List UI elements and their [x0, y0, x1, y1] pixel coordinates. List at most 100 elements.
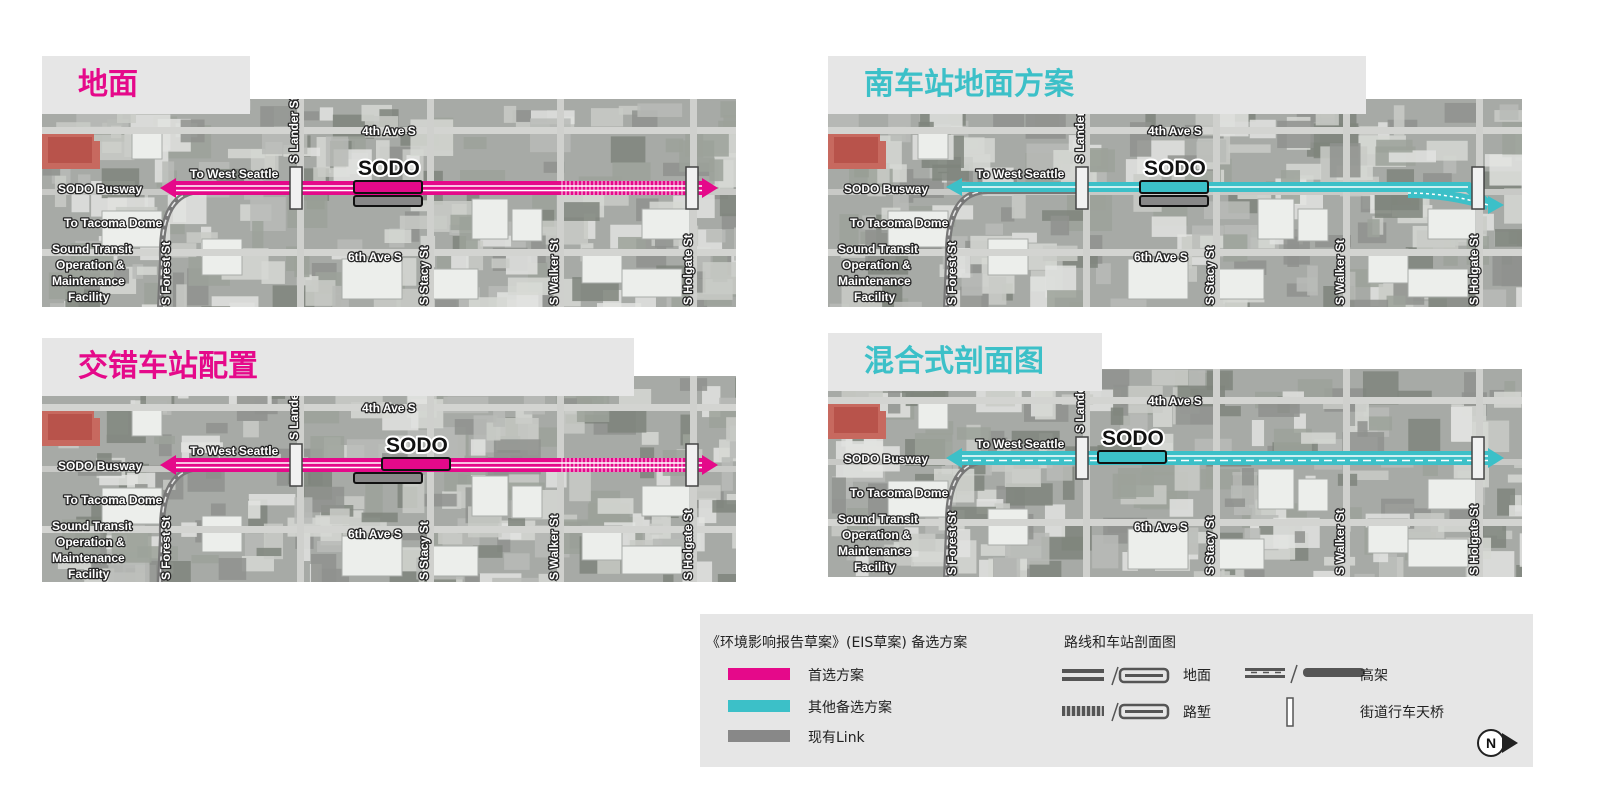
station-platform-existing [353, 472, 423, 484]
legend: 《环境影响报告草案》(EIS草案) 备选方案 路线和车站剖面图 首选方案 其他备… [700, 614, 1533, 767]
street-label-s-stacy: S Stacy St [1203, 246, 1217, 305]
legend-label-existing: 现有Link [808, 730, 865, 746]
legend-swatch-existing [728, 730, 790, 742]
label-facility-1: Sound Transit [838, 242, 918, 256]
street-label-s-forest: S Forest St [945, 242, 959, 305]
street-label-s-holgate: S Holgate St [681, 509, 695, 580]
legend-label-other: 其他备选方案 [808, 700, 892, 716]
station-platform [1097, 450, 1167, 464]
street-label-6th-ave: 6th Ave S [348, 250, 402, 264]
retained-cut-symbol [1062, 702, 1170, 722]
label-to-west-seattle: To West Seattle [190, 167, 279, 181]
label-facility-3: Maintenance [52, 551, 125, 565]
elevated-symbol [1245, 664, 1365, 684]
label-facility-1: Sound Transit [838, 512, 918, 526]
legend-label-preferred: 首选方案 [808, 668, 864, 684]
street-label-s-holgate: S Holgate St [681, 234, 695, 305]
label-facility-2: Operation & [56, 535, 125, 549]
station-label-sodo: SODO [1144, 157, 1206, 180]
street-label-6th-ave: 6th Ave S [348, 527, 402, 541]
north-label: N [1486, 735, 1496, 751]
street-label-4th-ave: 4th Ave S [362, 401, 416, 415]
station-platform [1139, 180, 1209, 194]
legend-alternatives-heading: 《环境影响报告草案》(EIS草案) 备选方案 [706, 635, 968, 651]
north-arrow-icon: N [1477, 729, 1518, 757]
label-to-west-seattle: To West Seattle [976, 167, 1065, 181]
street-label-s-holgate: S Holgate St [1467, 504, 1481, 575]
panel-title: 地面 [42, 56, 250, 114]
street-label-s-holgate: S Holgate St [1467, 234, 1481, 305]
street-label-4th-ave: 4th Ave S [362, 124, 416, 138]
street-label-s-walker: S Walker St [547, 239, 561, 305]
street-label-s-stacy: S Stacy St [417, 521, 431, 580]
label-facility-2: Operation & [842, 528, 911, 542]
overpass-lander [1075, 436, 1089, 480]
street-overpass-symbol [1286, 697, 1294, 727]
legend-swatch-preferred [728, 668, 790, 680]
panel-title: 南车站地面方案 [828, 56, 1366, 114]
label-to-west-seattle: To West Seattle [976, 437, 1065, 451]
overpass-holgate [685, 166, 699, 210]
station-label-sodo: SODO [1102, 427, 1164, 450]
legend-label-elevated: 高架 [1360, 668, 1388, 684]
street-label-s-forest: S Forest St [159, 242, 173, 305]
label-facility-3: Maintenance [838, 544, 911, 558]
label-to-west-seattle: To West Seattle [190, 444, 279, 458]
label-to-tacoma-dome: To Tacoma Dome [850, 486, 949, 500]
label-facility-1: Sound Transit [52, 519, 132, 533]
street-label-s-lander: S Lander St [287, 99, 301, 163]
street-label-6th-ave: 6th Ave S [1134, 520, 1188, 534]
label-sodo-busway: SODO Busway [844, 452, 928, 466]
overpass-holgate [1471, 166, 1485, 210]
aerial-buildings [42, 100, 736, 307]
street-label-s-forest: S Forest St [945, 512, 959, 575]
label-to-tacoma-dome: To Tacoma Dome [850, 216, 949, 230]
panel-title: 交错车站配置 [42, 338, 634, 396]
panel-title: 混合式剖面图 [828, 333, 1102, 391]
legend-swatch-other [728, 700, 790, 712]
street-label-6th-ave: 6th Ave S [1134, 250, 1188, 264]
legend-profiles-heading: 路线和车站剖面图 [1064, 635, 1176, 651]
label-facility-3: Maintenance [52, 274, 125, 288]
street-label-s-walker: S Walker St [547, 514, 561, 580]
overpass-lander [1075, 166, 1089, 210]
station-platform [353, 180, 423, 194]
street-label-s-lander: S Lander [287, 388, 301, 440]
street-label-s-walker: S Walker St [1333, 239, 1347, 305]
overpass-lander [289, 166, 303, 210]
station-platform-existing [353, 195, 423, 207]
street-label-s-stacy: S Stacy St [417, 246, 431, 305]
label-facility-1: Sound Transit [52, 242, 132, 256]
label-facility-2: Operation & [842, 258, 911, 272]
overpass-holgate [1471, 436, 1485, 480]
label-facility-2: Operation & [56, 258, 125, 272]
aerial-buildings [828, 369, 1522, 577]
label-facility-3: Maintenance [838, 274, 911, 288]
overpass-lander [289, 443, 303, 487]
street-label-4th-ave: 4th Ave S [1148, 394, 1202, 408]
label-facility-4: Facility [68, 290, 110, 304]
label-facility-4: Facility [68, 567, 110, 581]
legend-label-street-overpass: 街道行车天桥 [1360, 705, 1444, 721]
station-label-sodo: SODO [358, 157, 420, 180]
label-facility-4: Facility [854, 560, 896, 574]
street-label-s-walker: S Walker St [1333, 509, 1347, 575]
legend-label-retained-cut: 路堑 [1183, 705, 1211, 721]
street-label-4th-ave: 4th Ave S [1148, 124, 1202, 138]
label-to-tacoma-dome: To Tacoma Dome [64, 216, 163, 230]
label-sodo-busway: SODO Busway [58, 182, 142, 196]
street-label-s-forest: S Forest St [159, 517, 173, 580]
proposed-alignment [946, 448, 1504, 468]
at-grade-symbol [1062, 666, 1170, 686]
station-platform-existing [1139, 195, 1209, 207]
legend-label-at-grade: 地面 [1183, 668, 1211, 684]
street-label-s-stacy: S Stacy St [1203, 516, 1217, 575]
